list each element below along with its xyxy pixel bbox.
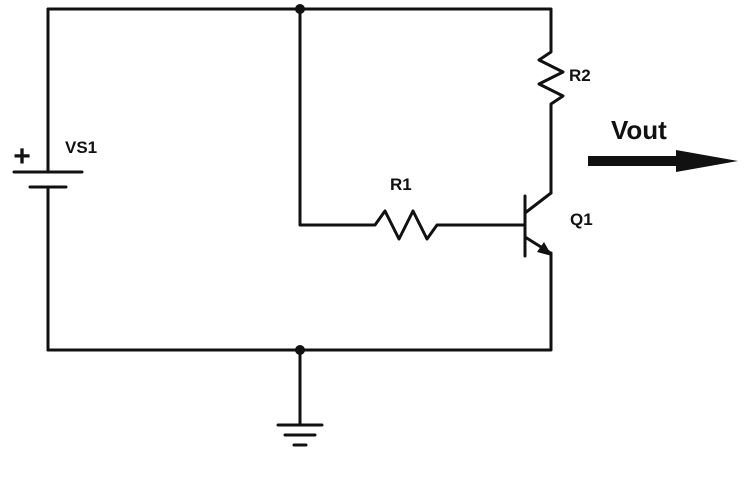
wire-to-r1: [298, 7, 357, 227]
label-r2: R2: [569, 66, 591, 85]
junction-bottom: [295, 345, 305, 355]
wire-top-rail: [46, 7, 553, 42]
junction-top: [295, 4, 305, 14]
battery-polarity-symbol: +: [13, 140, 31, 173]
wires: [46, 7, 553, 427]
label-vout: Vout: [611, 115, 667, 145]
battery-icon: [12, 170, 84, 189]
resistor-icon: [353, 209, 442, 241]
label-q1: Q1: [570, 210, 593, 229]
ground-icon: [276, 423, 324, 447]
npn-transistor-icon: [523, 191, 553, 258]
arrow-right-icon: [588, 150, 738, 172]
resistor-icon: [537, 38, 565, 117]
wire-emitter-to-bottom: [46, 251, 553, 352]
label-r1: R1: [390, 175, 412, 194]
label-vs1: VS1: [65, 138, 97, 157]
